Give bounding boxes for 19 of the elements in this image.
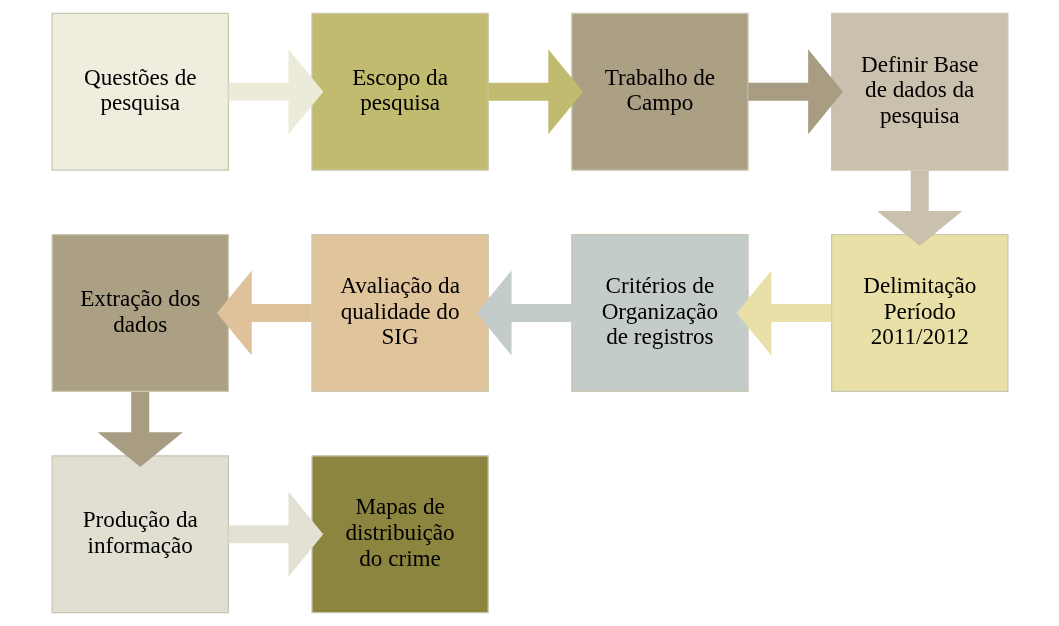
node-box: Trabalho de Campo — [570, 12, 749, 171]
arrow — [736, 270, 831, 356]
node-box: Critérios de Organização de registros — [570, 233, 749, 393]
node-box: Produção da informação — [51, 455, 229, 614]
arrow — [228, 491, 323, 577]
node-box: Questões de pesquisa — [51, 12, 229, 171]
node-box: Avaliação da qualidade do SIG — [310, 233, 489, 393]
arrow — [228, 49, 323, 135]
node-box: Extração dos dados — [51, 233, 229, 393]
arrow — [476, 270, 571, 356]
arrow — [97, 392, 183, 468]
arrow — [747, 49, 843, 135]
node-box: Definir Base de dados da pesquisa — [830, 12, 1008, 171]
node-box: Delimitação Período 2011/2012 — [830, 233, 1008, 393]
node-box: Mapas de distribuição do crime — [310, 455, 489, 614]
arrow — [876, 170, 962, 246]
arrow — [487, 49, 583, 135]
node-box: Escopo da pesquisa — [310, 12, 489, 171]
arrow — [216, 270, 312, 356]
